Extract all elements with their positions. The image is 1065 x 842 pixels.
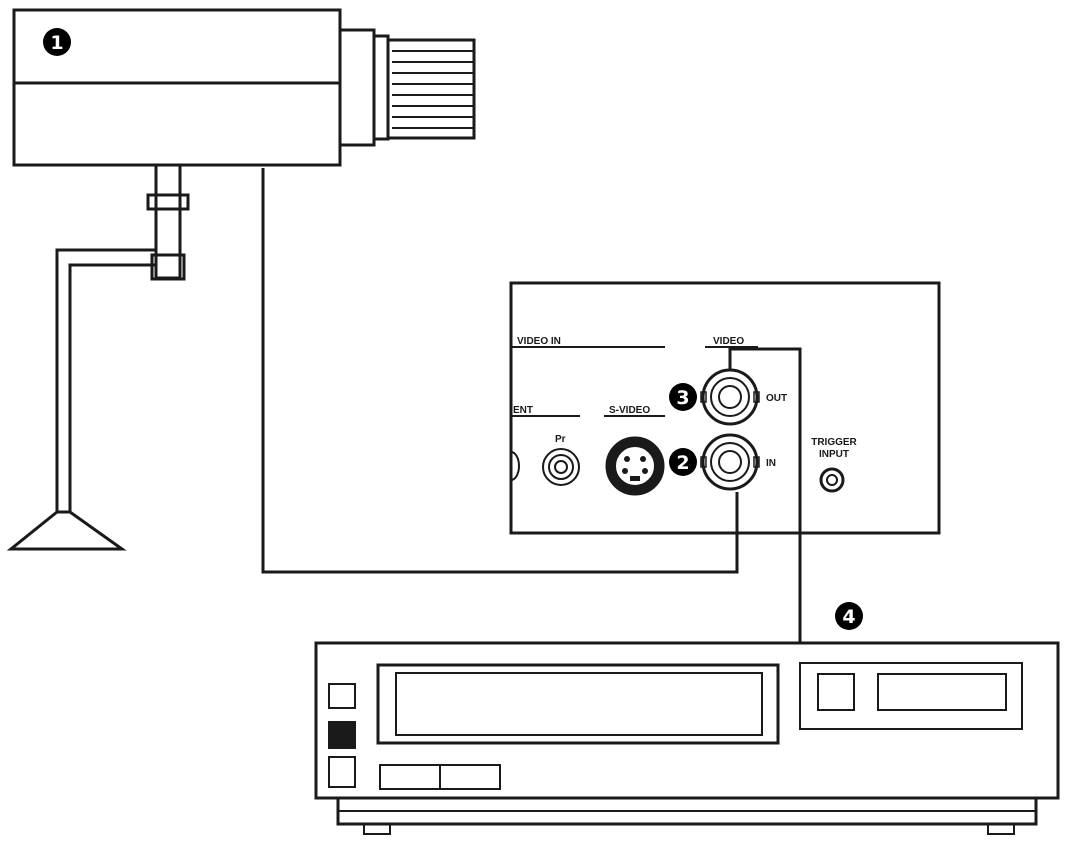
panel-labels: VIDEO IN ENT Pr S-VIDEO VIDEO OUT IN TRI… [513, 336, 858, 469]
recorder-tape-slot-inner [395, 672, 763, 736]
stand-clamp [146, 193, 190, 211]
svg-text:4: 4 [842, 606, 855, 628]
video-label: VIDEO [713, 336, 744, 347]
video-camera [12, 8, 476, 167]
svg-text:2: 2 [676, 452, 689, 474]
callout-4: 4 [835, 602, 863, 630]
recorder-tape-slot-outer [376, 663, 780, 745]
stand-post [154, 163, 182, 280]
recorder-display-button [817, 673, 855, 711]
svg-text:1: 1 [50, 32, 63, 54]
pr-label: Pr [555, 434, 566, 445]
cable-camera-to-video-in [261, 168, 739, 574]
callout-3: 3 [669, 383, 697, 411]
recorder-foot-left [363, 823, 391, 835]
video-in-label: VIDEO IN [517, 336, 561, 347]
panel-frame [509, 281, 941, 535]
stand-collar [150, 253, 186, 281]
device-rear-panel [509, 281, 941, 535]
recorder-display-area [799, 662, 1023, 730]
recorder-button-filled [328, 721, 356, 749]
camera-lens-ring [372, 34, 390, 141]
trigger-input-jack [819, 467, 845, 493]
recorder-foot-right [987, 823, 1015, 835]
recorder-display-window [877, 673, 1007, 711]
s-video-label: S-VIDEO [609, 405, 650, 416]
stand-arm-outer [55, 248, 155, 512]
stand-arm-inner [68, 263, 155, 512]
stand-base [6, 510, 127, 551]
video-in-bnc [700, 433, 760, 491]
component-label: ENT [513, 405, 533, 416]
pr-connector [542, 448, 580, 486]
video-out-bnc [700, 368, 760, 426]
partial-connector [510, 451, 520, 481]
camera-lens-mount [338, 28, 376, 147]
video-recorder [314, 641, 1060, 835]
svg-text:3: 3 [676, 387, 689, 409]
out-label: OUT [766, 393, 787, 404]
in-label: IN [766, 458, 776, 469]
cable-video-out-to-recorder [728, 347, 802, 643]
callout-2: 2 [669, 448, 697, 476]
camera-lens [386, 38, 476, 140]
recorder-button-top [328, 683, 356, 709]
trigger-input-label: INPUT [819, 449, 849, 460]
s-video-connector [605, 436, 665, 496]
recorder-control-left [379, 764, 441, 790]
recorder-button-bottom [328, 756, 356, 788]
callout-1: 1 [43, 28, 71, 56]
camera-stand [6, 163, 190, 551]
trigger-label: TRIGGER [811, 437, 857, 448]
recorder-control-right [439, 764, 501, 790]
callout-markers: 1 2 3 4 [43, 28, 863, 630]
